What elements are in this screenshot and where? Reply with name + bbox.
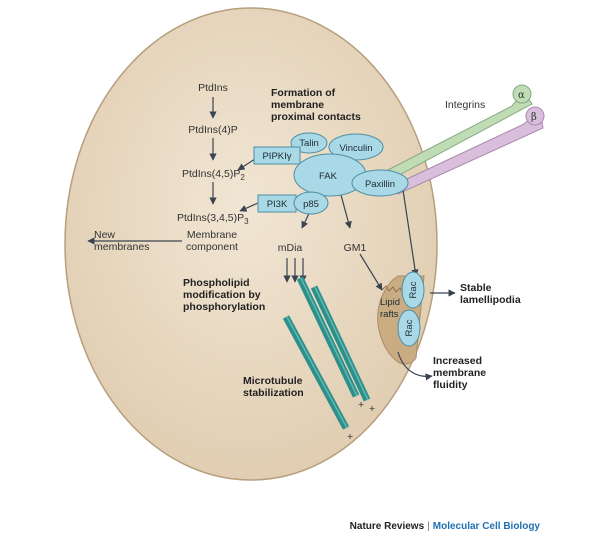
phospholipid-title-line1: Phospholipid (183, 277, 250, 289)
microtubule-3 (310, 285, 371, 402)
microtubule-1-shine (286, 316, 348, 429)
integrins-label: Integrins (445, 99, 485, 111)
arrow-fluidity (397, 351, 433, 381)
ptdins45p2-sub: 2 (240, 173, 245, 182)
gm1-label: GM1 (344, 242, 367, 254)
p85-label: p85 (303, 199, 319, 210)
phospholipid-title-line3: phosphorylation (183, 301, 265, 313)
microtubule-plus-1: + (347, 431, 353, 443)
microtubule-1 (282, 315, 350, 430)
ptdins345p3-label: PtdIns(3,4,5)P3 (177, 212, 249, 226)
membrane-component-line1: Membrane (187, 229, 237, 241)
vinculin-label: Vinculin (339, 143, 372, 154)
phospholipid-title-line2: modification by (183, 289, 261, 301)
integrin-alpha-label: α (518, 90, 525, 101)
new-membranes-line1: New (94, 229, 115, 241)
journal-subject: Molecular Cell Biology (432, 521, 540, 532)
rac-blob-2 (397, 309, 421, 347)
formation-title-line2: membrane (271, 99, 324, 111)
footer-separator: | (427, 521, 430, 532)
arrow-pi3k-ptdins (239, 202, 259, 212)
microtubule-title-line1: Microtubule (243, 375, 303, 387)
pipk-label: PIPKIγ (262, 151, 291, 162)
arrow-fak-gm1 (340, 194, 352, 229)
lipid-rafts-line1: Lipid (380, 297, 400, 308)
arrow-paxillin-rac (402, 189, 419, 277)
stable-title-line2: lamellipodia (460, 294, 521, 306)
talin-label: Talin (299, 138, 319, 149)
ptdins345p3-main: PtdIns(3,4,5)P (177, 212, 244, 224)
arrow-gm1-rafts (359, 253, 383, 291)
p85-blob (293, 191, 329, 215)
stable-title-line1: Stable (460, 282, 492, 294)
microtubule-2 (296, 276, 360, 398)
ptdins4p-label: PtdIns(4)P (188, 124, 238, 136)
ptdins-label: PtdIns (198, 82, 228, 94)
microtubule-title-line2: stabilization (243, 387, 304, 399)
microtubule-2-shine (300, 277, 358, 397)
pipk-box (253, 146, 301, 165)
rac-blob-1 (401, 271, 425, 309)
ptdins45p2-label: PtdIns(4,5)P2 (182, 168, 245, 182)
microtubule-plus-2: + (358, 399, 364, 411)
formation-title-line3: proximal contacts (271, 111, 361, 123)
integrin-alpha-head (512, 84, 532, 104)
fak-label: FAK (319, 171, 338, 182)
new-membranes-line2: membranes (94, 241, 149, 253)
journal-name: Nature Reviews (349, 521, 425, 532)
integrin-beta-head (525, 106, 545, 126)
membrane-component-line2: component (186, 241, 238, 253)
microtubule-3-shine (314, 286, 369, 401)
lipid-rafts-line2: rafts (380, 309, 399, 320)
protein-complex (253, 132, 425, 347)
cell-body (64, 7, 438, 481)
integrin-beta-label: β (531, 112, 537, 123)
ptdins45p2-main: PtdIns(4,5)P (182, 168, 240, 180)
ptdins345p3-sub: 3 (244, 217, 249, 226)
formation-title-line1: Formation of (271, 87, 336, 99)
increased-title-line3: fluidity (433, 379, 468, 391)
rac-label-1: Rac (408, 281, 419, 298)
paxillin-label: Paxillin (365, 179, 395, 190)
microtubules (282, 276, 371, 430)
microtubule-plus-3: + (369, 403, 375, 415)
pi3k-label: PI3K (267, 199, 288, 210)
increased-title-line1: Increased (433, 355, 482, 367)
paxillin-blob (351, 169, 409, 197)
increased-title-line2: membrane (433, 367, 486, 379)
integrins (383, 84, 545, 195)
mdia-label: mDia (278, 242, 303, 254)
journal-footer: Nature Reviews|Molecular Cell Biology (350, 521, 540, 532)
rac-label-2: Rac (404, 319, 415, 336)
